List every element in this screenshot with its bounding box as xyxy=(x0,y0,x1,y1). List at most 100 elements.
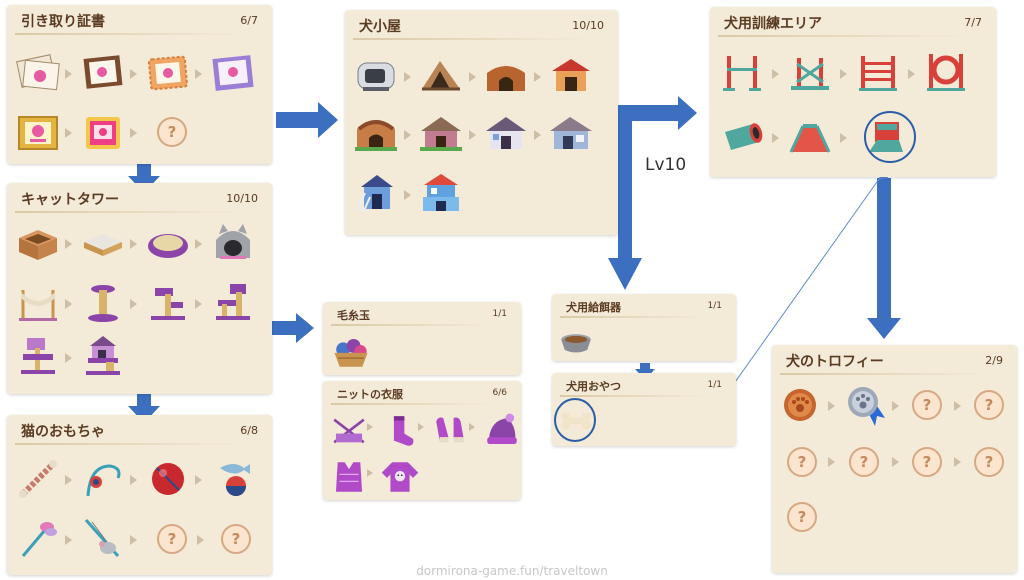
panel-count: 6/7 xyxy=(240,14,258,27)
tent-doghouse-icon[interactable] xyxy=(417,52,465,100)
panel-trophy: 犬のトロフィー 2/9 ? ? ? ? ? ? ? xyxy=(772,345,1017,573)
panel-count: 6/6 xyxy=(492,388,507,398)
cat-bed-icon[interactable] xyxy=(144,219,192,267)
locked-item-icon: ? xyxy=(848,446,880,478)
panel-title: 犬用訓練エリア xyxy=(724,16,822,32)
cross-hurdle-icon[interactable] xyxy=(786,49,834,97)
panel-title: 犬のトロフィー xyxy=(786,354,884,370)
certificate-gold-frame-icon[interactable] xyxy=(14,108,62,156)
locked-item-icon: ? xyxy=(911,389,943,421)
cat-tree-large-icon[interactable] xyxy=(14,333,62,381)
feather-wand-icon[interactable] xyxy=(14,515,62,563)
panel-certificate: 引き取り証書 6/7 ? xyxy=(7,5,272,164)
a-frame-ramp-icon[interactable] xyxy=(786,113,834,161)
panel-title: 犬用給餌器 xyxy=(566,301,621,314)
purple-doghouse-icon[interactable] xyxy=(482,110,530,158)
panel-count: 1/1 xyxy=(492,309,507,319)
knitting-needles-icon[interactable] xyxy=(325,407,373,455)
panel-count: 7/7 xyxy=(964,16,982,29)
tire-jump-icon[interactable] xyxy=(922,49,970,97)
pet-carrier-icon[interactable] xyxy=(352,52,400,100)
red-ball-icon[interactable] xyxy=(144,455,192,503)
panel-count: 10/10 xyxy=(572,19,604,32)
cardboard-box-icon[interactable] xyxy=(14,219,62,267)
locked-item-icon: ? xyxy=(220,523,252,555)
panel-title: 犬小屋 xyxy=(359,19,401,35)
fish-ball-toy-icon[interactable] xyxy=(209,455,257,503)
arrow-cert-to-doghouse xyxy=(276,102,338,138)
panel-title: 引き取り証書 xyxy=(21,14,105,30)
panel-count: 1/1 xyxy=(707,301,722,311)
connector-treat-to-training xyxy=(732,171,885,386)
silver-rosette-icon[interactable] xyxy=(840,381,888,429)
panel-title: 毛糸玉 xyxy=(337,309,370,322)
certificate-wood-frame-icon[interactable] xyxy=(79,49,127,97)
locked-item-icon: ? xyxy=(786,446,818,478)
dog-bowl-icon[interactable] xyxy=(552,318,600,366)
certificate-bone-frame-icon[interactable] xyxy=(79,108,127,156)
wood-doghouse-icon[interactable] xyxy=(482,52,530,100)
mouse-toy-icon[interactable] xyxy=(79,515,127,563)
cat-house-tower-icon[interactable] xyxy=(79,333,127,381)
arrow-feeder-to-treat xyxy=(635,363,655,380)
arrow-cattower-to-cattoy xyxy=(128,389,160,423)
level-label: Lv10 xyxy=(645,155,687,175)
selected-item-highlight xyxy=(554,398,596,442)
cat-tree-medium-icon[interactable] xyxy=(209,279,257,327)
locked-item-icon: ? xyxy=(156,116,188,148)
panel-knit: ニットの衣服 6/6 xyxy=(323,381,521,500)
hurdle-bar-icon[interactable] xyxy=(718,49,766,97)
locked-item-icon: ? xyxy=(156,523,188,555)
fence-jump-icon[interactable] xyxy=(854,49,902,97)
panel-count: 2/9 xyxy=(985,354,1003,367)
selected-item-highlight xyxy=(864,111,916,163)
ladder-doghouse-icon[interactable] xyxy=(352,170,400,218)
panel-feeder: 犬用給餌器 1/1 xyxy=(552,294,736,361)
knit-vest-icon[interactable] xyxy=(325,453,373,501)
pink-doghouse-icon[interactable] xyxy=(417,110,465,158)
panel-yarn: 毛糸玉 1/1 xyxy=(323,302,521,375)
certificate-orange-frame-icon[interactable] xyxy=(144,49,192,97)
panel-title: 猫のおもちゃ xyxy=(21,424,105,440)
hammock-icon[interactable] xyxy=(14,279,62,327)
panel-title: 犬用おやつ xyxy=(566,380,621,393)
panel-treat: 犬用おやつ 1/1 xyxy=(552,373,736,446)
knit-sweater-icon[interactable] xyxy=(376,453,424,501)
arrow-doghouse-to-training xyxy=(618,96,697,140)
cat-tree-small-icon[interactable] xyxy=(144,279,192,327)
red-roof-doghouse-icon[interactable] xyxy=(547,52,595,100)
panel-title: キャットタワー xyxy=(21,192,119,208)
panel-cattoy: 猫のおもちゃ 6/8 ? ? xyxy=(7,415,272,575)
arrow-training-to-trophy xyxy=(867,178,901,339)
locked-item-icon: ? xyxy=(973,389,1005,421)
blue-porch-doghouse-icon[interactable] xyxy=(547,110,595,158)
knit-mittens-icon[interactable] xyxy=(427,407,475,455)
rope-toy-icon[interactable] xyxy=(14,455,62,503)
bronze-medal-icon[interactable] xyxy=(776,381,824,429)
knit-hat-icon[interactable] xyxy=(478,407,526,455)
brick-doghouse-icon[interactable] xyxy=(352,110,400,158)
panel-count: 6/8 xyxy=(240,424,258,437)
scratching-post-icon[interactable] xyxy=(79,279,127,327)
yarn-basket-icon[interactable] xyxy=(327,328,375,376)
locked-item-icon: ? xyxy=(973,446,1005,478)
arrow-to-feeder xyxy=(608,140,642,290)
panel-count: 1/1 xyxy=(707,380,722,390)
certificate-purple-frame-icon[interactable] xyxy=(209,49,257,97)
footer-watermark: dormirona-game.fun/traveltown xyxy=(416,564,608,578)
panel-training: 犬用訓練エリア 7/7 xyxy=(710,7,996,177)
certificate-paper-icon[interactable] xyxy=(14,49,62,97)
wand-toy-icon[interactable] xyxy=(79,455,127,503)
knit-sock-icon[interactable] xyxy=(376,407,424,455)
locked-item-icon: ? xyxy=(911,446,943,478)
panel-title: ニットの衣服 xyxy=(337,388,403,401)
locked-item-icon: ? xyxy=(786,501,818,533)
agility-tunnel-icon[interactable] xyxy=(718,113,766,161)
panel-count: 10/10 xyxy=(226,192,258,205)
two-story-doghouse-icon[interactable] xyxy=(417,170,465,218)
litter-tray-icon[interactable] xyxy=(79,219,127,267)
cat-igloo-icon[interactable] xyxy=(209,219,257,267)
arrow-cattower-to-yarn xyxy=(268,313,314,343)
panel-doghouse: 犬小屋 10/10 xyxy=(345,10,618,235)
